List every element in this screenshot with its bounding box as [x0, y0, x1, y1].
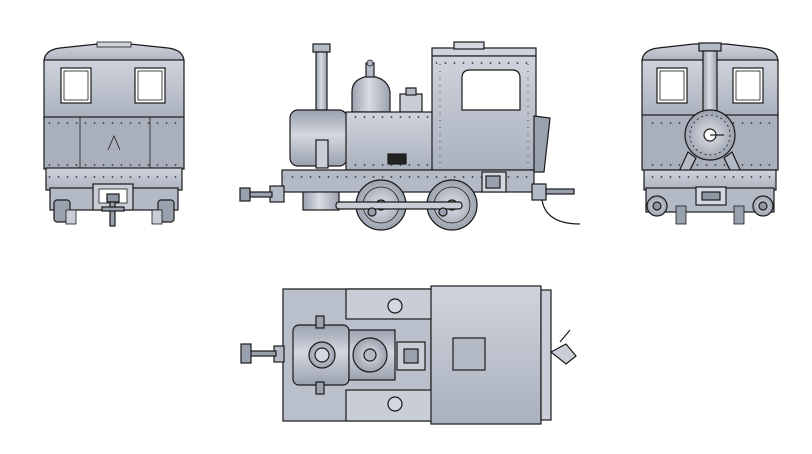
chimney-cap: [312, 43, 331, 53]
front-window-right: [732, 67, 764, 104]
front-coupler: [239, 187, 251, 202]
rear-view: [43, 41, 185, 227]
top-rear-hose: [549, 343, 577, 365]
top-cab-roof: [430, 285, 542, 425]
connecting-rod: [335, 201, 463, 210]
number-plate: [387, 153, 407, 165]
cab-opening: [461, 69, 521, 111]
steam-pipe: [315, 139, 329, 169]
brake-hose: [541, 199, 581, 225]
rear-roof-vent: [96, 41, 132, 48]
rear-buffer-beam-side: [531, 183, 547, 201]
front-window-left: [656, 67, 688, 104]
steam-dome: [351, 75, 391, 113]
top-view: [240, 285, 577, 425]
rear-drawbar: [109, 201, 116, 227]
front-chimney: [702, 50, 718, 114]
top-front-coupler: [240, 343, 252, 364]
front-view: [641, 42, 779, 225]
side-view: [239, 41, 581, 231]
rear-window-left: [60, 67, 92, 104]
cab-roof-vent: [453, 41, 485, 50]
top-roof-hatch: [452, 337, 486, 371]
chimney: [315, 51, 328, 111]
rear-window-right: [134, 67, 166, 104]
sand-box: [399, 93, 423, 113]
coal-bunker: [533, 115, 551, 173]
